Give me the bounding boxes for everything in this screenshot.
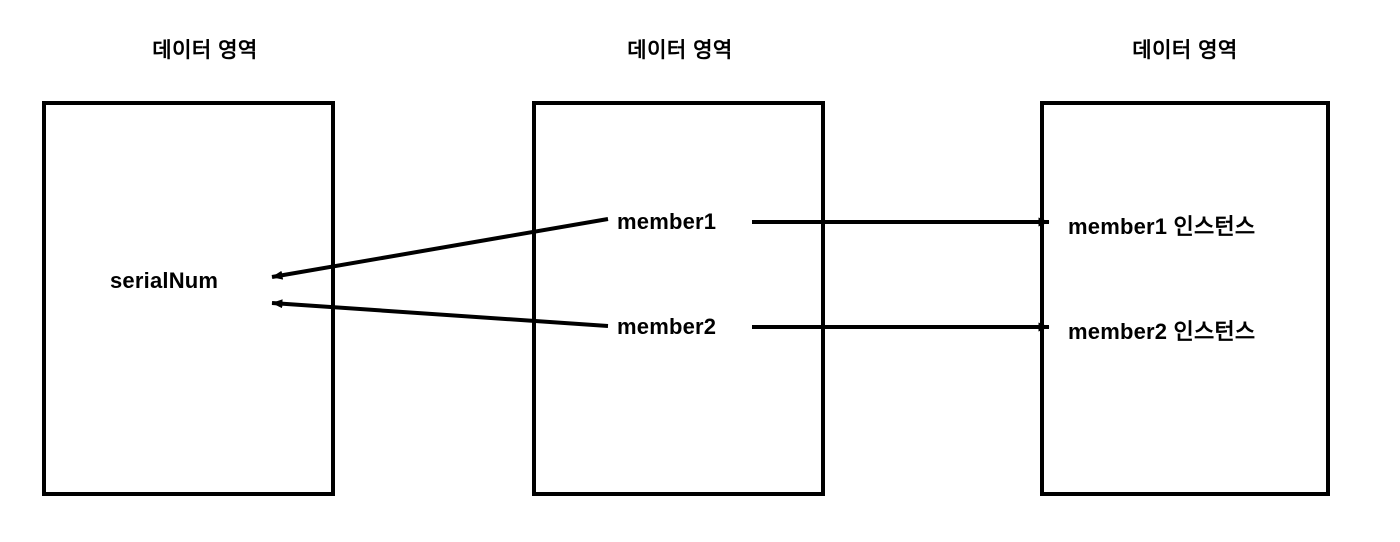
instance-label-member2: member2 인스턴스 [1068,319,1256,344]
data-region-box-right [1040,101,1330,496]
data-region-box-left [42,101,335,496]
field-label-member1: member1 [617,209,717,234]
field-label-member2: member2 [617,314,717,339]
region-title-left: 데이터 영역 [152,39,258,62]
region-title-middle: 데이터 영역 [627,39,733,62]
data-region-box-middle [532,101,825,496]
region-title-right: 데이터 영역 [1132,39,1238,62]
field-label-serialnum: serialNum [110,268,219,293]
instance-label-member1: member1 인스턴스 [1068,214,1256,239]
